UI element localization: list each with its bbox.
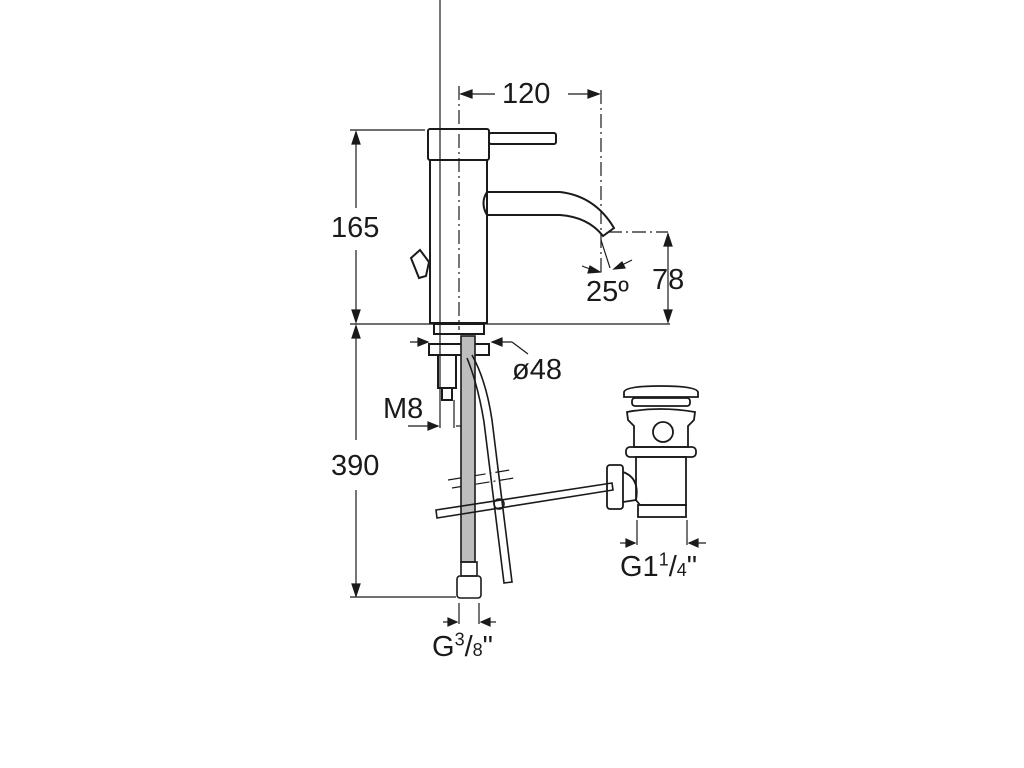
flex-hose: [456, 335, 513, 599]
centerlines: [447, 86, 668, 489]
dim-base-diameter: ø48: [512, 354, 562, 386]
dim-spout-reach: 120: [502, 78, 551, 110]
dim-spout-height: 78: [652, 264, 685, 296]
dim-hose-length: 390: [331, 450, 380, 482]
waste-valve: [606, 385, 699, 518]
dimension-lines: [350, 0, 706, 627]
dim-stud-thread: M8: [383, 393, 424, 425]
dim-hose-connection: G3/8": [432, 629, 493, 663]
popup-rod: [435, 482, 614, 519]
faucet-body: [409, 128, 616, 401]
dim-total-height: 165: [331, 212, 380, 244]
dim-waste-connection: G11/4": [620, 549, 698, 583]
dim-spout-angle: 25º: [586, 276, 629, 308]
